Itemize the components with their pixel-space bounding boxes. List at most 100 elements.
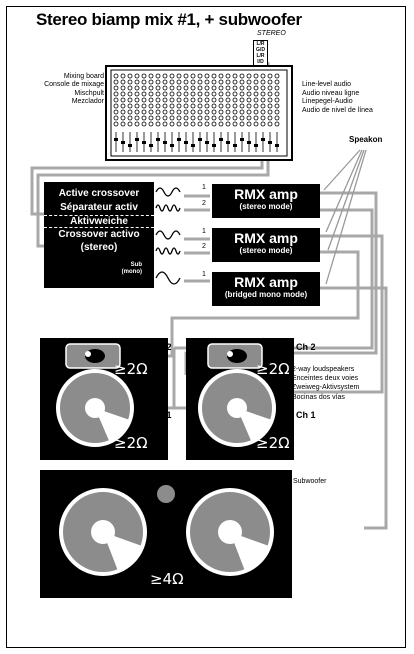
crossover-label-en: Active crossover xyxy=(58,188,140,199)
right-lf-impedance: ≥2Ω xyxy=(256,434,290,452)
mixer-knob xyxy=(239,109,245,115)
mixer-knob xyxy=(148,73,154,79)
mixer-knob xyxy=(218,73,224,79)
mixer-knob xyxy=(274,73,280,79)
mixer-knob xyxy=(183,79,189,85)
mixer-knob xyxy=(155,79,161,85)
active-crossover: Active crossover Séparateur activ Aktivw… xyxy=(44,182,154,288)
mixer-knob xyxy=(148,97,154,103)
mixer-knob xyxy=(246,121,252,127)
mixer-knob xyxy=(246,91,252,97)
mixer-knob xyxy=(127,121,133,127)
mixer-knob xyxy=(246,97,252,103)
mixer-fader-knob xyxy=(128,144,132,147)
speaker-left xyxy=(40,338,168,460)
mixer-knob xyxy=(232,103,238,109)
mixer-knob xyxy=(239,121,245,127)
mixer-knob xyxy=(274,109,280,115)
loudspeaker-note-en: 2-way loudspeakers xyxy=(292,366,355,373)
mixer-knob xyxy=(197,91,203,97)
divider xyxy=(44,227,154,228)
mixer-knob xyxy=(253,103,259,109)
mixer-fader-knob xyxy=(219,138,223,141)
mixer-label-fr: Console de mixage xyxy=(44,81,104,89)
mixer-knob xyxy=(239,73,245,79)
mixer-fader-knob xyxy=(205,141,209,144)
mixer-knob xyxy=(155,103,161,109)
mixer-fader-knob xyxy=(156,138,160,141)
mixer-knob xyxy=(113,109,119,115)
mixer-knob xyxy=(127,115,133,121)
rmx-amp-2: RMX amp (stereo mode) xyxy=(212,228,320,262)
mixer-knob xyxy=(197,97,203,103)
mixer-knob xyxy=(183,97,189,103)
mixer-knob xyxy=(260,97,266,103)
mixer-knob xyxy=(253,79,259,85)
subwoofer-label: Subwoofer xyxy=(293,478,327,485)
mixer-knob xyxy=(274,115,280,121)
cable-amp2-ch1 xyxy=(168,250,360,358)
mixer-knob xyxy=(162,109,168,115)
mixer-knob xyxy=(162,115,168,121)
mixer-knob xyxy=(113,79,119,85)
crossover-label-es: Crossover activo xyxy=(58,229,140,240)
mixer-knob xyxy=(253,97,259,103)
mixer-knob xyxy=(141,97,147,103)
mixer-knob xyxy=(246,103,252,109)
mixer-knob xyxy=(218,79,224,85)
mixer-knob xyxy=(176,97,182,103)
mixer-knob xyxy=(274,121,280,127)
mixing-board xyxy=(105,65,293,161)
mixer-knob xyxy=(218,103,224,109)
loudspeaker-note: 2-way loudspeakers Enceintes deux voies … xyxy=(292,365,359,402)
mixer-knob xyxy=(155,121,161,127)
mixer-knob xyxy=(134,121,140,127)
mixer-knob xyxy=(218,91,224,97)
mixer-knob xyxy=(267,97,273,103)
mixer-knob xyxy=(162,85,168,91)
mixer-knob xyxy=(239,85,245,91)
mixer-knob xyxy=(120,103,126,109)
mixer-knob xyxy=(127,73,133,79)
mixer-knob xyxy=(183,91,189,97)
mixer-knob xyxy=(134,85,140,91)
mixer-knob xyxy=(127,85,133,91)
mixer-knob xyxy=(176,73,182,79)
mixer-knob xyxy=(267,115,273,121)
mixer-knob xyxy=(246,79,252,85)
crossover-signal-symbols xyxy=(155,187,181,285)
mixer-knob xyxy=(260,121,266,127)
mixer-fader-knob xyxy=(198,138,202,141)
left-hf-impedance: ≥2Ω xyxy=(114,360,148,378)
mixer-fader-knob xyxy=(184,141,188,144)
mixer-fader-knob xyxy=(177,138,181,141)
mixer-knob xyxy=(176,109,182,115)
channel-number: 2 xyxy=(202,200,206,207)
mixer-knob xyxy=(120,85,126,91)
mixer-knob xyxy=(155,91,161,97)
mixer-knob xyxy=(141,85,147,91)
mixer-knob xyxy=(183,103,189,109)
mixer-knob xyxy=(113,85,119,91)
mixer-knob xyxy=(120,73,126,79)
amp-mode: (bridged mono mode) xyxy=(224,290,308,299)
mixer-knob xyxy=(253,73,259,79)
speaker-right xyxy=(186,338,294,460)
mixer-fader-knob xyxy=(170,144,174,147)
loudspeaker-note-fr: Enceintes deux voies xyxy=(292,375,359,383)
line-level-labels: Line-level audio Audio niveau ligne Line… xyxy=(302,81,373,115)
mixer-knob xyxy=(190,121,196,127)
mixer-knob xyxy=(267,85,273,91)
speakon-arrows xyxy=(323,149,367,285)
loudspeaker-note-es: Bocinas dos vías xyxy=(292,393,345,401)
mixer-knob xyxy=(134,97,140,103)
mixer-label-en: Mixing board xyxy=(63,73,104,80)
mixer-knob xyxy=(141,115,147,121)
cable-amp2-ch2 xyxy=(292,234,384,394)
mixer-knob xyxy=(148,121,154,127)
mixer-knob xyxy=(204,91,210,97)
mixer-knob xyxy=(204,85,210,91)
mixer-knob xyxy=(134,73,140,79)
mixer-knob xyxy=(113,115,119,121)
mixer-knob xyxy=(148,115,154,121)
